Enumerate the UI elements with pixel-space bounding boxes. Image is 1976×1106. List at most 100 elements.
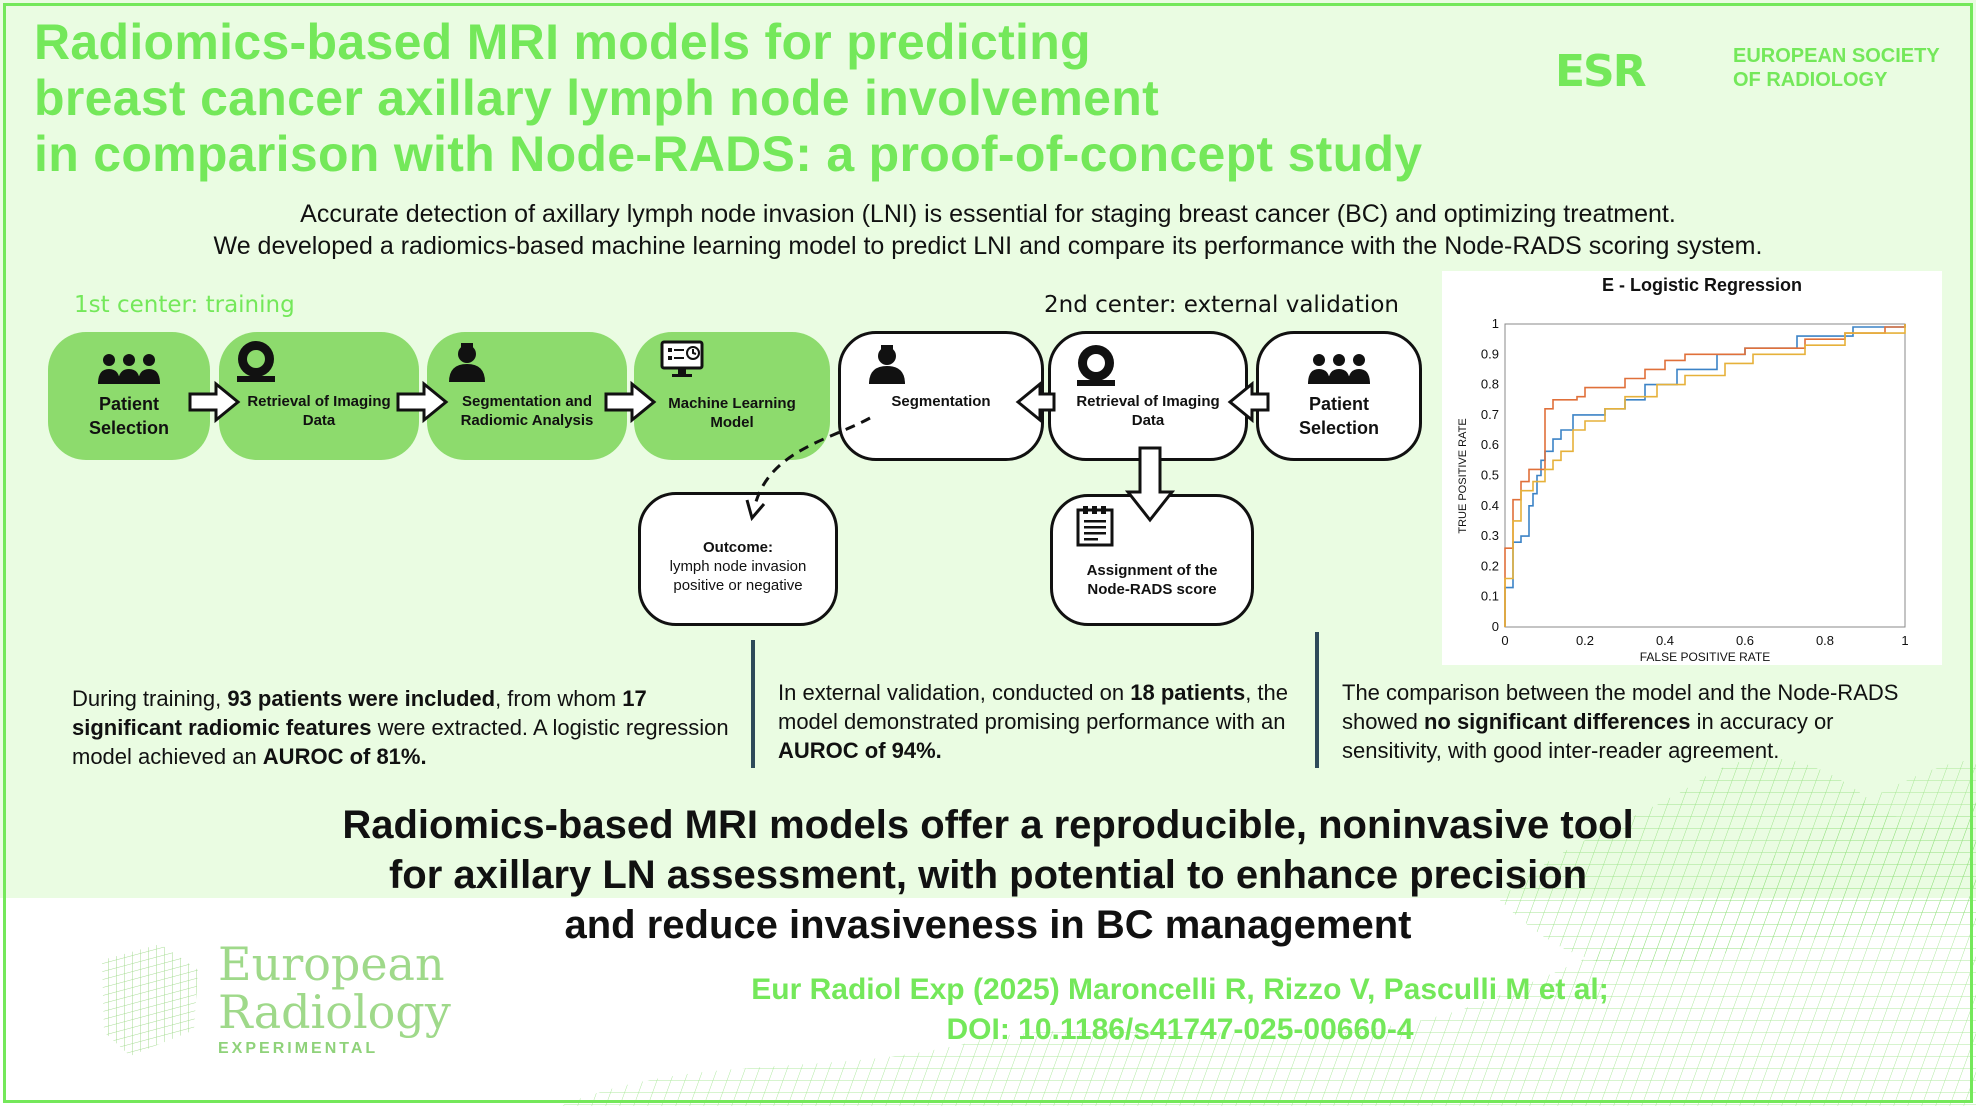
intro-line: Accurate detection of axillary lymph nod… bbox=[300, 200, 1676, 228]
y-axis-label: TRUE POSITIVE RATE bbox=[1457, 418, 1469, 533]
validation-retrieval-step: Retrieval of Imaging Data bbox=[1048, 331, 1248, 461]
journal-logo: European Radiology EXPERIMENTAL bbox=[100, 940, 460, 1070]
outcome-line: lymph node invasion bbox=[669, 557, 807, 575]
y-tick-label: 0.4 bbox=[1481, 498, 1499, 513]
y-tick-label: 0 bbox=[1492, 619, 1499, 634]
step-label: Patient Selection bbox=[88, 394, 170, 438]
intro-line: We developed a radiomics-based machine l… bbox=[213, 232, 1763, 260]
intro-text: Accurate detection of axillary lymph nod… bbox=[0, 198, 1976, 262]
y-tick-label: 0.5 bbox=[1481, 468, 1499, 483]
citation-line: DOI: 10.1186/s41747-025-00660-4 bbox=[946, 1013, 1414, 1046]
x-tick-label: 0.6 bbox=[1736, 633, 1754, 648]
journal-logo-text: European Radiology bbox=[218, 940, 451, 1036]
monitor-chart-icon bbox=[660, 340, 704, 377]
outcome-label: Outcome: lymph node invasion positive or… bbox=[670, 538, 807, 595]
outcome-box: Outcome: lymph node invasion positive or… bbox=[638, 492, 838, 626]
validation-patient-selection-step: Patient Selection bbox=[1256, 331, 1422, 461]
text-run: During training, bbox=[72, 686, 228, 711]
y-tick-label: 0.7 bbox=[1481, 407, 1499, 422]
x-tick-label: 0.8 bbox=[1816, 633, 1834, 648]
x-axis-label: FALSE POSITIVE RATE bbox=[1640, 650, 1770, 664]
roc-curve-line bbox=[1504, 324, 1906, 627]
training-retrieval-step: Retrieval of Imaging Data bbox=[219, 332, 419, 460]
y-tick-label: 0.1 bbox=[1481, 589, 1499, 604]
validation-segmentation-step: Segmentation bbox=[838, 331, 1044, 461]
second-center-label: 2nd center: external validation bbox=[1044, 292, 1399, 318]
title-line: in comparison with Node-RADS: a proof-of… bbox=[34, 126, 1423, 182]
x-tick-label: 1 bbox=[1901, 633, 1908, 648]
text-run-bold: AUROC of 81%. bbox=[262, 744, 427, 769]
main-title: Radiomics-based MRI models for predictin… bbox=[34, 14, 1422, 182]
step-label: Retrieval of Imaging Data bbox=[247, 393, 391, 429]
y-tick-label: 0.2 bbox=[1481, 558, 1499, 573]
citation-line: Eur Radiol Exp (2025) Maroncelli R, Rizz… bbox=[751, 973, 1609, 1006]
step-label: Machine Learning Model bbox=[668, 395, 796, 431]
text-run-bold: 93 patients were included bbox=[227, 686, 496, 711]
step-label: Segmentation and Radiomic Analysis bbox=[460, 393, 594, 429]
training-ml-model-step: Machine Learning Model bbox=[634, 332, 830, 460]
checklist-icon bbox=[1076, 506, 1114, 547]
text-run: in accuracy or sensitivity, with good in… bbox=[1342, 709, 1834, 763]
step-label: Patient Selection bbox=[1298, 394, 1380, 438]
esr-logo: ESR EUROPEAN SOCIETY OF RADIOLOGY bbox=[1555, 40, 1940, 97]
roc-curve-line bbox=[1504, 324, 1906, 627]
column-divider bbox=[751, 640, 755, 768]
mri-scanner-icon bbox=[1077, 345, 1115, 386]
x-tick-label: 0.2 bbox=[1576, 633, 1594, 648]
node-rads-step: Assignment of the Node-RADS score bbox=[1050, 494, 1254, 626]
people-icon bbox=[1308, 354, 1370, 384]
title-line: Radiomics-based MRI models for predictin… bbox=[34, 14, 1091, 70]
outcome-title: Outcome: bbox=[702, 538, 773, 556]
chart-title: E - Logistic Regression bbox=[1602, 275, 1802, 295]
roc-chart-svg: E - Logistic Regression 0 0.2 0.4 0.6 0.8 1 0… bbox=[1457, 275, 1909, 664]
y-tick-label: 0.8 bbox=[1481, 377, 1499, 392]
training-patient-selection-step: Patient Selection bbox=[48, 332, 210, 460]
text-run: , the model demonstrated promising perfo… bbox=[778, 680, 1288, 734]
step-label: Segmentation bbox=[891, 392, 991, 410]
esr-logo-mark: ESR bbox=[1555, 46, 1647, 97]
esr-logo-line: OF RADIOLOGY bbox=[1733, 69, 1888, 91]
citation: Eur Radiol Exp (2025) Maroncelli R, Rizz… bbox=[600, 970, 1760, 1050]
journal-logo-mesh-icon bbox=[102, 944, 198, 1056]
text-run: The comparison between the model and the… bbox=[1342, 680, 1899, 734]
conclusion-text: Radiomics-based MRI models offer a repro… bbox=[0, 800, 1976, 950]
text-run-bold: AUROC of 94%. bbox=[778, 738, 942, 763]
y-tick-label: 0.9 bbox=[1481, 346, 1499, 361]
roc-curve-line bbox=[1504, 324, 1906, 627]
x-tick-label: 0.4 bbox=[1656, 633, 1674, 648]
roc-chart: E - Logistic Regression 0 0.2 0.4 0.6 0.8 1 0… bbox=[1442, 271, 1942, 665]
mri-scanner-icon bbox=[237, 341, 275, 382]
training-result-text: During training, 93 patients were includ… bbox=[72, 684, 732, 771]
text-run: In external validation, conducted on bbox=[778, 680, 1131, 705]
text-run-bold: no significant differences bbox=[1423, 709, 1691, 734]
conclusion-line: and reduce invasiveness in BC management bbox=[564, 903, 1412, 947]
y-tick-label: 0.6 bbox=[1481, 437, 1499, 452]
plot-area bbox=[1504, 323, 1906, 628]
journal-logo-subtitle: EXPERIMENTAL bbox=[218, 1040, 379, 1057]
comparison-result-text: The comparison between the model and the… bbox=[1342, 678, 1912, 765]
text-run-bold: 18 patients bbox=[1130, 680, 1246, 705]
people-icon bbox=[98, 354, 160, 384]
training-segmentation-analysis-step: Segmentation and Radiomic Analysis bbox=[427, 332, 627, 460]
column-divider bbox=[1315, 632, 1319, 768]
y-tick-label: 0.3 bbox=[1481, 528, 1499, 543]
x-tick-label: 0 bbox=[1501, 633, 1508, 648]
validation-result-text: In external validation, conducted on 18 … bbox=[778, 678, 1308, 765]
title-line: breast cancer axillary lymph node involv… bbox=[34, 70, 1160, 126]
step-label: Retrieval of Imaging Data bbox=[1076, 393, 1220, 429]
esr-logo-text: EUROPEAN SOCIETY OF RADIOLOGY bbox=[1733, 44, 1940, 92]
conclusion-line: for axillary LN assessment, with potenti… bbox=[388, 853, 1588, 897]
step-label: Assignment of the Node-RADS score bbox=[1086, 562, 1218, 598]
outcome-line: positive or negative bbox=[673, 576, 803, 594]
y-tick-label: 1 bbox=[1492, 316, 1499, 331]
text-run: , from whom bbox=[495, 686, 623, 711]
doctor-icon bbox=[449, 343, 485, 382]
text-run: were extracted. A logistic regression mo… bbox=[72, 715, 729, 769]
doctor-icon bbox=[869, 345, 905, 384]
text-run-bold: 17 significant radiomic features bbox=[72, 686, 647, 740]
conclusion-line: Radiomics-based MRI models offer a repro… bbox=[342, 803, 1634, 847]
journal-logo-line: Radiology bbox=[218, 985, 451, 1039]
first-center-label: 1st center: training bbox=[74, 292, 295, 318]
journal-logo-line: European bbox=[218, 937, 445, 991]
